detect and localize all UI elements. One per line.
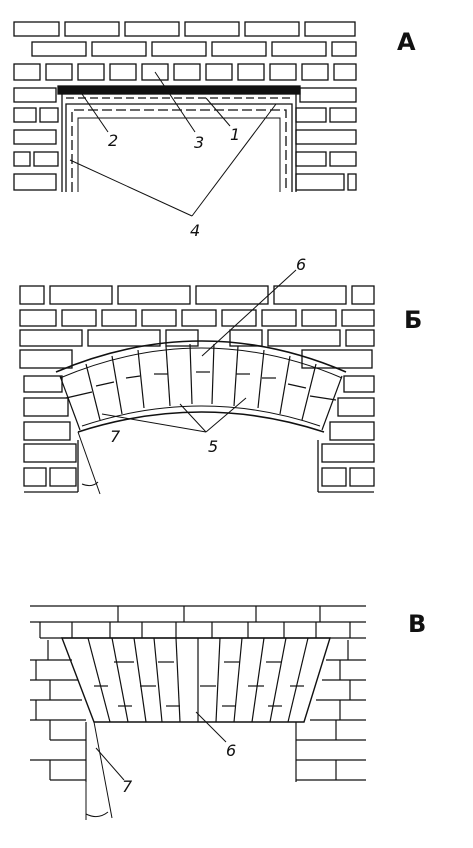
callout-b-6: 6 bbox=[296, 255, 306, 274]
brick-wall-upper-a bbox=[13, 21, 357, 81]
callout-a-3: 3 bbox=[194, 133, 204, 152]
brick-wall-upper-v bbox=[30, 605, 366, 639]
wedge-lintel-bricks bbox=[60, 637, 331, 723]
brick-pier-left-a bbox=[13, 87, 59, 191]
callout-numbers: 2 3 1 4 6 5 7 6 7 bbox=[108, 125, 306, 796]
diagram-a-flat-lintel bbox=[13, 21, 357, 217]
leader-lines-v bbox=[85, 711, 227, 820]
callout-v-6: 6 bbox=[226, 741, 236, 760]
section-letter-v: В bbox=[408, 610, 426, 638]
brick-pier-right-a bbox=[295, 87, 357, 191]
lintel-beam bbox=[57, 85, 301, 95]
callout-a-4: 4 bbox=[190, 221, 200, 240]
section-letter-a: А bbox=[397, 28, 416, 56]
brick-pier-right-b bbox=[317, 375, 375, 493]
arch-voussoirs bbox=[55, 340, 347, 433]
section-letters: А Б В bbox=[397, 28, 426, 638]
diagram-v-wedge-lintel bbox=[30, 605, 366, 820]
brick-wall-upper-b bbox=[19, 285, 375, 369]
opening-frame-a bbox=[61, 94, 297, 192]
callout-v-7: 7 bbox=[122, 777, 133, 796]
leader-lines-b bbox=[77, 269, 297, 495]
callout-b-5: 5 bbox=[208, 437, 218, 456]
leader-lines-a bbox=[69, 71, 277, 217]
section-letter-b: Б bbox=[404, 306, 422, 334]
callout-a-2: 2 bbox=[108, 131, 118, 150]
callout-a-1: 1 bbox=[230, 125, 240, 144]
callout-b-7: 7 bbox=[110, 427, 121, 446]
brick-pier-left-b bbox=[23, 375, 79, 493]
brick-pier-left-v bbox=[30, 640, 87, 782]
diagram-b-arch-lintel bbox=[19, 269, 375, 495]
brick-pier-right-v bbox=[295, 640, 366, 782]
